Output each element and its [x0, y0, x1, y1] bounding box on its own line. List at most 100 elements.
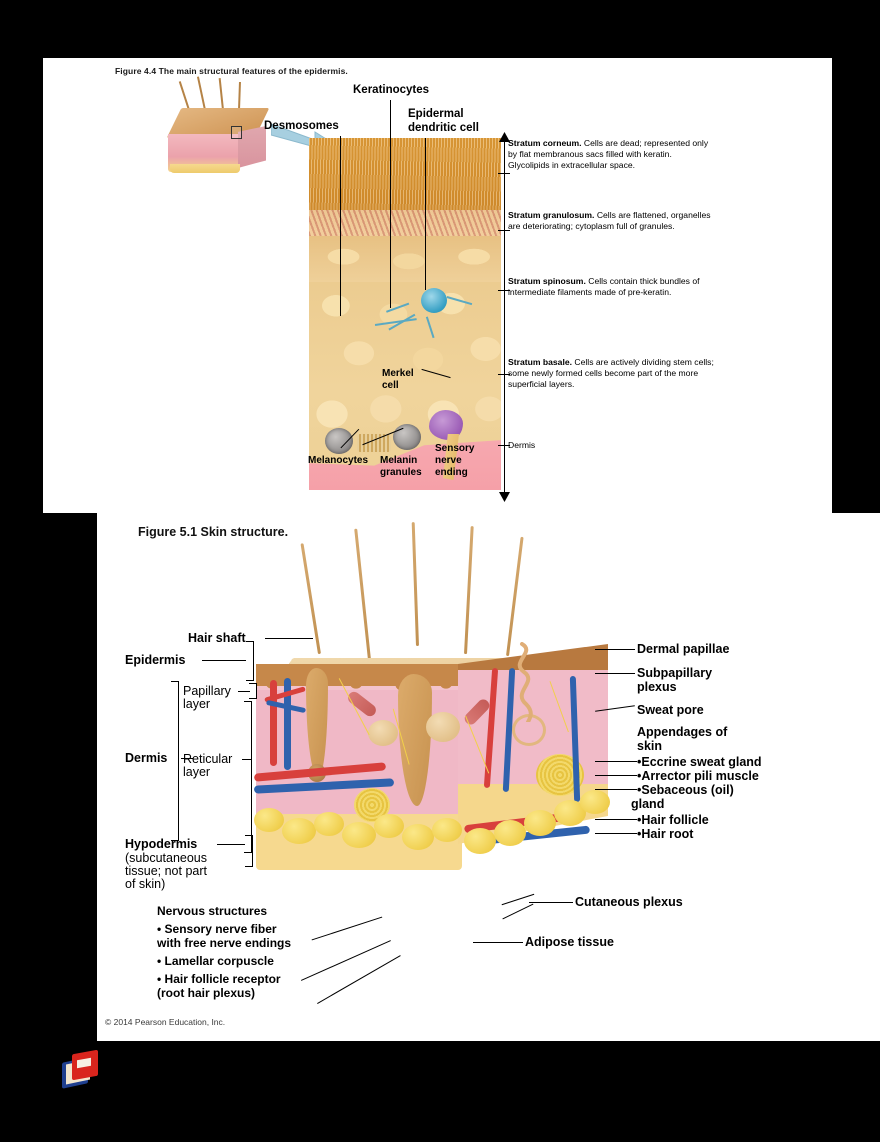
dermal-arteriole	[270, 680, 277, 766]
label-eccrine-sweat-gland: •Eccrine sweat gland	[637, 755, 762, 769]
description-stratum-basale: Stratum basale. Cells are actively divid…	[508, 357, 716, 389]
label-merkel-cell-line2: cell	[382, 380, 399, 391]
leader-epidermal-dendritic-cell	[425, 138, 427, 290]
adipose-lobule	[342, 822, 376, 848]
adipose-lobule	[282, 818, 316, 844]
axis-arrow-up-icon	[499, 132, 510, 142]
epidermis-extent-axis	[504, 140, 506, 494]
inset-hair-icon	[218, 78, 224, 111]
bracket-hypodermis	[245, 835, 253, 867]
bracket-reticular-layer	[244, 701, 252, 853]
description-stratum-corneum-body: Cells are dead; represented only by flat…	[508, 138, 709, 170]
description-stratum-granulosum-body: Cells are flattened, organelles are dete…	[508, 210, 711, 231]
nervous-item-sensory-nerve-fiber-line2: with free nerve endings	[157, 936, 292, 950]
heading-appendages-line2: skin	[637, 739, 663, 753]
label-dermis-right: Dermis	[508, 440, 536, 450]
label-hair-root: •Hair root	[637, 827, 694, 841]
label-melanocytes: Melanocytes	[308, 455, 369, 466]
sebaceous-gland-illustration	[368, 720, 398, 746]
adipose-lobule	[254, 808, 284, 832]
label-adipose-tissue: Adipose tissue	[525, 935, 614, 949]
leader-papillary-layer	[238, 691, 250, 693]
label-hypodermis-note-line1: (subcutaneous	[125, 851, 208, 865]
label-keratinocytes: Keratinocytes	[353, 84, 430, 96]
skin-block-illustration	[250, 522, 616, 908]
adipose-lobule	[494, 820, 526, 846]
label-sensory-nerve-ending-line1: Sensory	[435, 443, 475, 454]
hair-shaft-illustration	[506, 536, 524, 657]
tick-basale	[498, 374, 510, 376]
nervous-item-hair-follicle-receptor-line2: (root hair plexus)	[157, 986, 256, 1000]
bracket-dermis	[171, 681, 179, 841]
leader-epidermis	[202, 660, 246, 662]
label-hypodermis-note-line2: tissue; not part	[125, 864, 207, 878]
leader-hypodermis	[217, 844, 245, 846]
adipose-lobule	[314, 812, 344, 836]
epidermis-cross-section-illustration	[309, 138, 501, 490]
copyright-notice: © 2014 Pearson Education, Inc.	[105, 1017, 226, 1027]
description-stratum-corneum-title: Stratum corneum.	[508, 138, 582, 148]
description-stratum-spinosum-body: Cells contain thick bundles of intermedi…	[508, 276, 700, 297]
description-stratum-granulosum: Stratum granulosum. Cells are flattened,…	[508, 210, 718, 232]
leader-dermal-papillae	[595, 649, 635, 651]
description-stratum-spinosum-title: Stratum spinosum.	[508, 276, 586, 286]
inset-hair-icon	[196, 76, 206, 111]
leader-arrector-pili-muscle	[595, 775, 637, 777]
label-sebaceous-gland-line2: gland	[631, 797, 665, 811]
leader-subpapillary-plexus	[595, 673, 635, 675]
hair-shaft-illustration	[464, 526, 474, 655]
leader-hair-root	[595, 833, 637, 835]
leader-sensory-nerve-fiber	[311, 916, 383, 941]
description-stratum-spinosum: Stratum spinosum. Cells contain thick bu…	[508, 276, 713, 298]
dermal-venule	[284, 678, 291, 770]
label-sensory-nerve-ending-line3: ending	[435, 467, 468, 478]
label-melanin-granules-line1: Melanin	[380, 455, 418, 466]
hair-shaft-illustration	[354, 528, 372, 661]
inset-hair-icon	[178, 81, 190, 111]
figure-4-4-caption: Figure 4.4 The main structural features …	[115, 66, 348, 76]
label-desmosomes: Desmosomes	[264, 120, 339, 132]
label-reticular-layer-line2: layer	[183, 765, 211, 779]
nervous-item-sensory-nerve-fiber-line1: • Sensory nerve fiber	[157, 922, 277, 936]
leader-dermis	[181, 758, 193, 760]
tick-corneum	[498, 173, 510, 175]
melanin-granules-illustration	[357, 434, 391, 452]
leader-hair-follicle	[595, 819, 637, 821]
tick-spinosum	[498, 290, 510, 292]
label-sweat-pore: Sweat pore	[637, 703, 704, 717]
label-subpapillary-plexus-line2: plexus	[637, 680, 677, 694]
sebaceous-gland-illustration	[426, 712, 460, 742]
leader-hair-follicle-receptor	[317, 955, 401, 1005]
figure-5-1-caption: Figure 5.1 Skin structure.	[138, 525, 289, 539]
epidermal-dendritic-cell-illustration	[421, 288, 447, 313]
label-papillary-layer-line2: layer	[183, 697, 211, 711]
inset-hair-icon	[238, 81, 241, 111]
label-reticular-layer-line1: Reticular	[183, 752, 233, 766]
description-stratum-basale-body: Cells are actively dividing stem cells; …	[508, 357, 714, 389]
label-epidermal-dendritic-cell-line1: Epidermal	[408, 108, 464, 120]
bracket-epidermis	[246, 641, 254, 681]
inset-hypodermis	[170, 164, 240, 173]
label-cutaneous-plexus: Cutaneous plexus	[575, 895, 683, 909]
layer-stratum-granulosum	[309, 236, 501, 282]
label-papillary-layer-line1: Papillary	[183, 684, 231, 698]
tick-dermis	[498, 445, 510, 447]
leader-lamellar-corpuscle	[300, 940, 392, 982]
leader-keratinocytes	[390, 100, 392, 308]
label-merkel-cell-line1: Merkel	[382, 368, 414, 379]
inset-side-face	[238, 126, 266, 168]
label-arrector-pili-muscle: •Arrector pili muscle	[637, 769, 759, 783]
adipose-lobule	[524, 810, 556, 836]
label-epidermal-dendritic-cell-line2: dendritic cell	[408, 122, 479, 134]
book-icon[interactable]	[62, 1049, 104, 1092]
leader-eccrine-sweat-gland	[595, 761, 637, 763]
description-stratum-corneum: Stratum corneum. Cells are dead; represe…	[508, 138, 713, 170]
label-melanin-granules-line2: granules	[380, 467, 422, 478]
slide-figure-5-1: Figure 5.1 Skin structure.	[97, 513, 880, 1041]
inset-callout-box	[231, 126, 242, 139]
nervous-item-lamellar-corpuscle: • Lamellar corpuscle	[157, 954, 274, 968]
melanocyte-illustration	[393, 424, 421, 450]
adipose-lobule	[374, 814, 404, 838]
adipose-lobule	[580, 790, 610, 814]
